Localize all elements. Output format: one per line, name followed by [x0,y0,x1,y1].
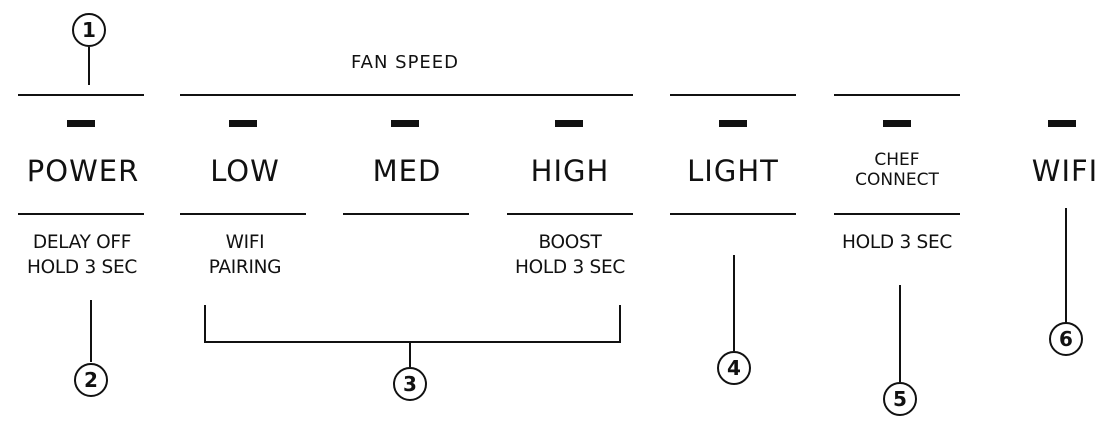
callout-5-leader [899,285,901,382]
callout-1-leader [88,47,90,85]
power-top-line [18,94,144,96]
callout-4-leader [733,255,735,351]
callout-3-bracket-right [619,305,621,343]
callout-2: 2 [74,363,108,397]
power-button[interactable]: POWER [26,154,140,188]
chef-connect-led-indicator [883,120,911,127]
callout-3-bracket-bottom [204,341,621,343]
light-under-line [670,213,796,215]
callout-3-leader [409,341,411,367]
med-button[interactable]: MED [372,154,442,188]
fan-speed-heading: FAN SPEED [350,52,460,73]
callout-3: 3 [393,367,427,401]
high-sub-label: BOOST HOLD 3 SEC [515,232,625,278]
fan-speed-top-line [180,94,633,96]
low-under-line [180,213,306,215]
light-top-line [670,94,796,96]
callout-6-leader [1065,208,1067,323]
low-sub-label: WIFI PAIRING [208,232,282,278]
callout-6: 6 [1049,322,1083,356]
callout-4: 4 [717,351,751,385]
low-button[interactable]: LOW [210,154,280,188]
callout-1: 1 [72,13,106,47]
light-button[interactable]: LIGHT [687,154,779,188]
callout-2-leader [90,300,92,362]
chef-connect-sub-label: HOLD 3 SEC [842,232,952,253]
power-under-line [18,213,144,215]
high-button[interactable]: HIGH [530,154,610,188]
callout-3-bracket-left [204,305,206,343]
chef-connect-under-line [834,213,960,215]
high-under-line [507,213,633,215]
low-led-indicator [229,120,257,127]
wifi-button[interactable]: WIFI [1031,154,1099,188]
chef-connect-top-line [834,94,960,96]
chef-connect-button[interactable]: CHEF CONNECT [855,150,939,191]
light-led-indicator [719,120,747,127]
med-under-line [343,213,469,215]
power-sub-label: DELAY OFF HOLD 3 SEC [27,232,137,278]
med-led-indicator [391,120,419,127]
high-led-indicator [555,120,583,127]
wifi-led-indicator [1048,120,1076,127]
callout-5: 5 [883,382,917,416]
power-led-indicator [67,120,95,127]
